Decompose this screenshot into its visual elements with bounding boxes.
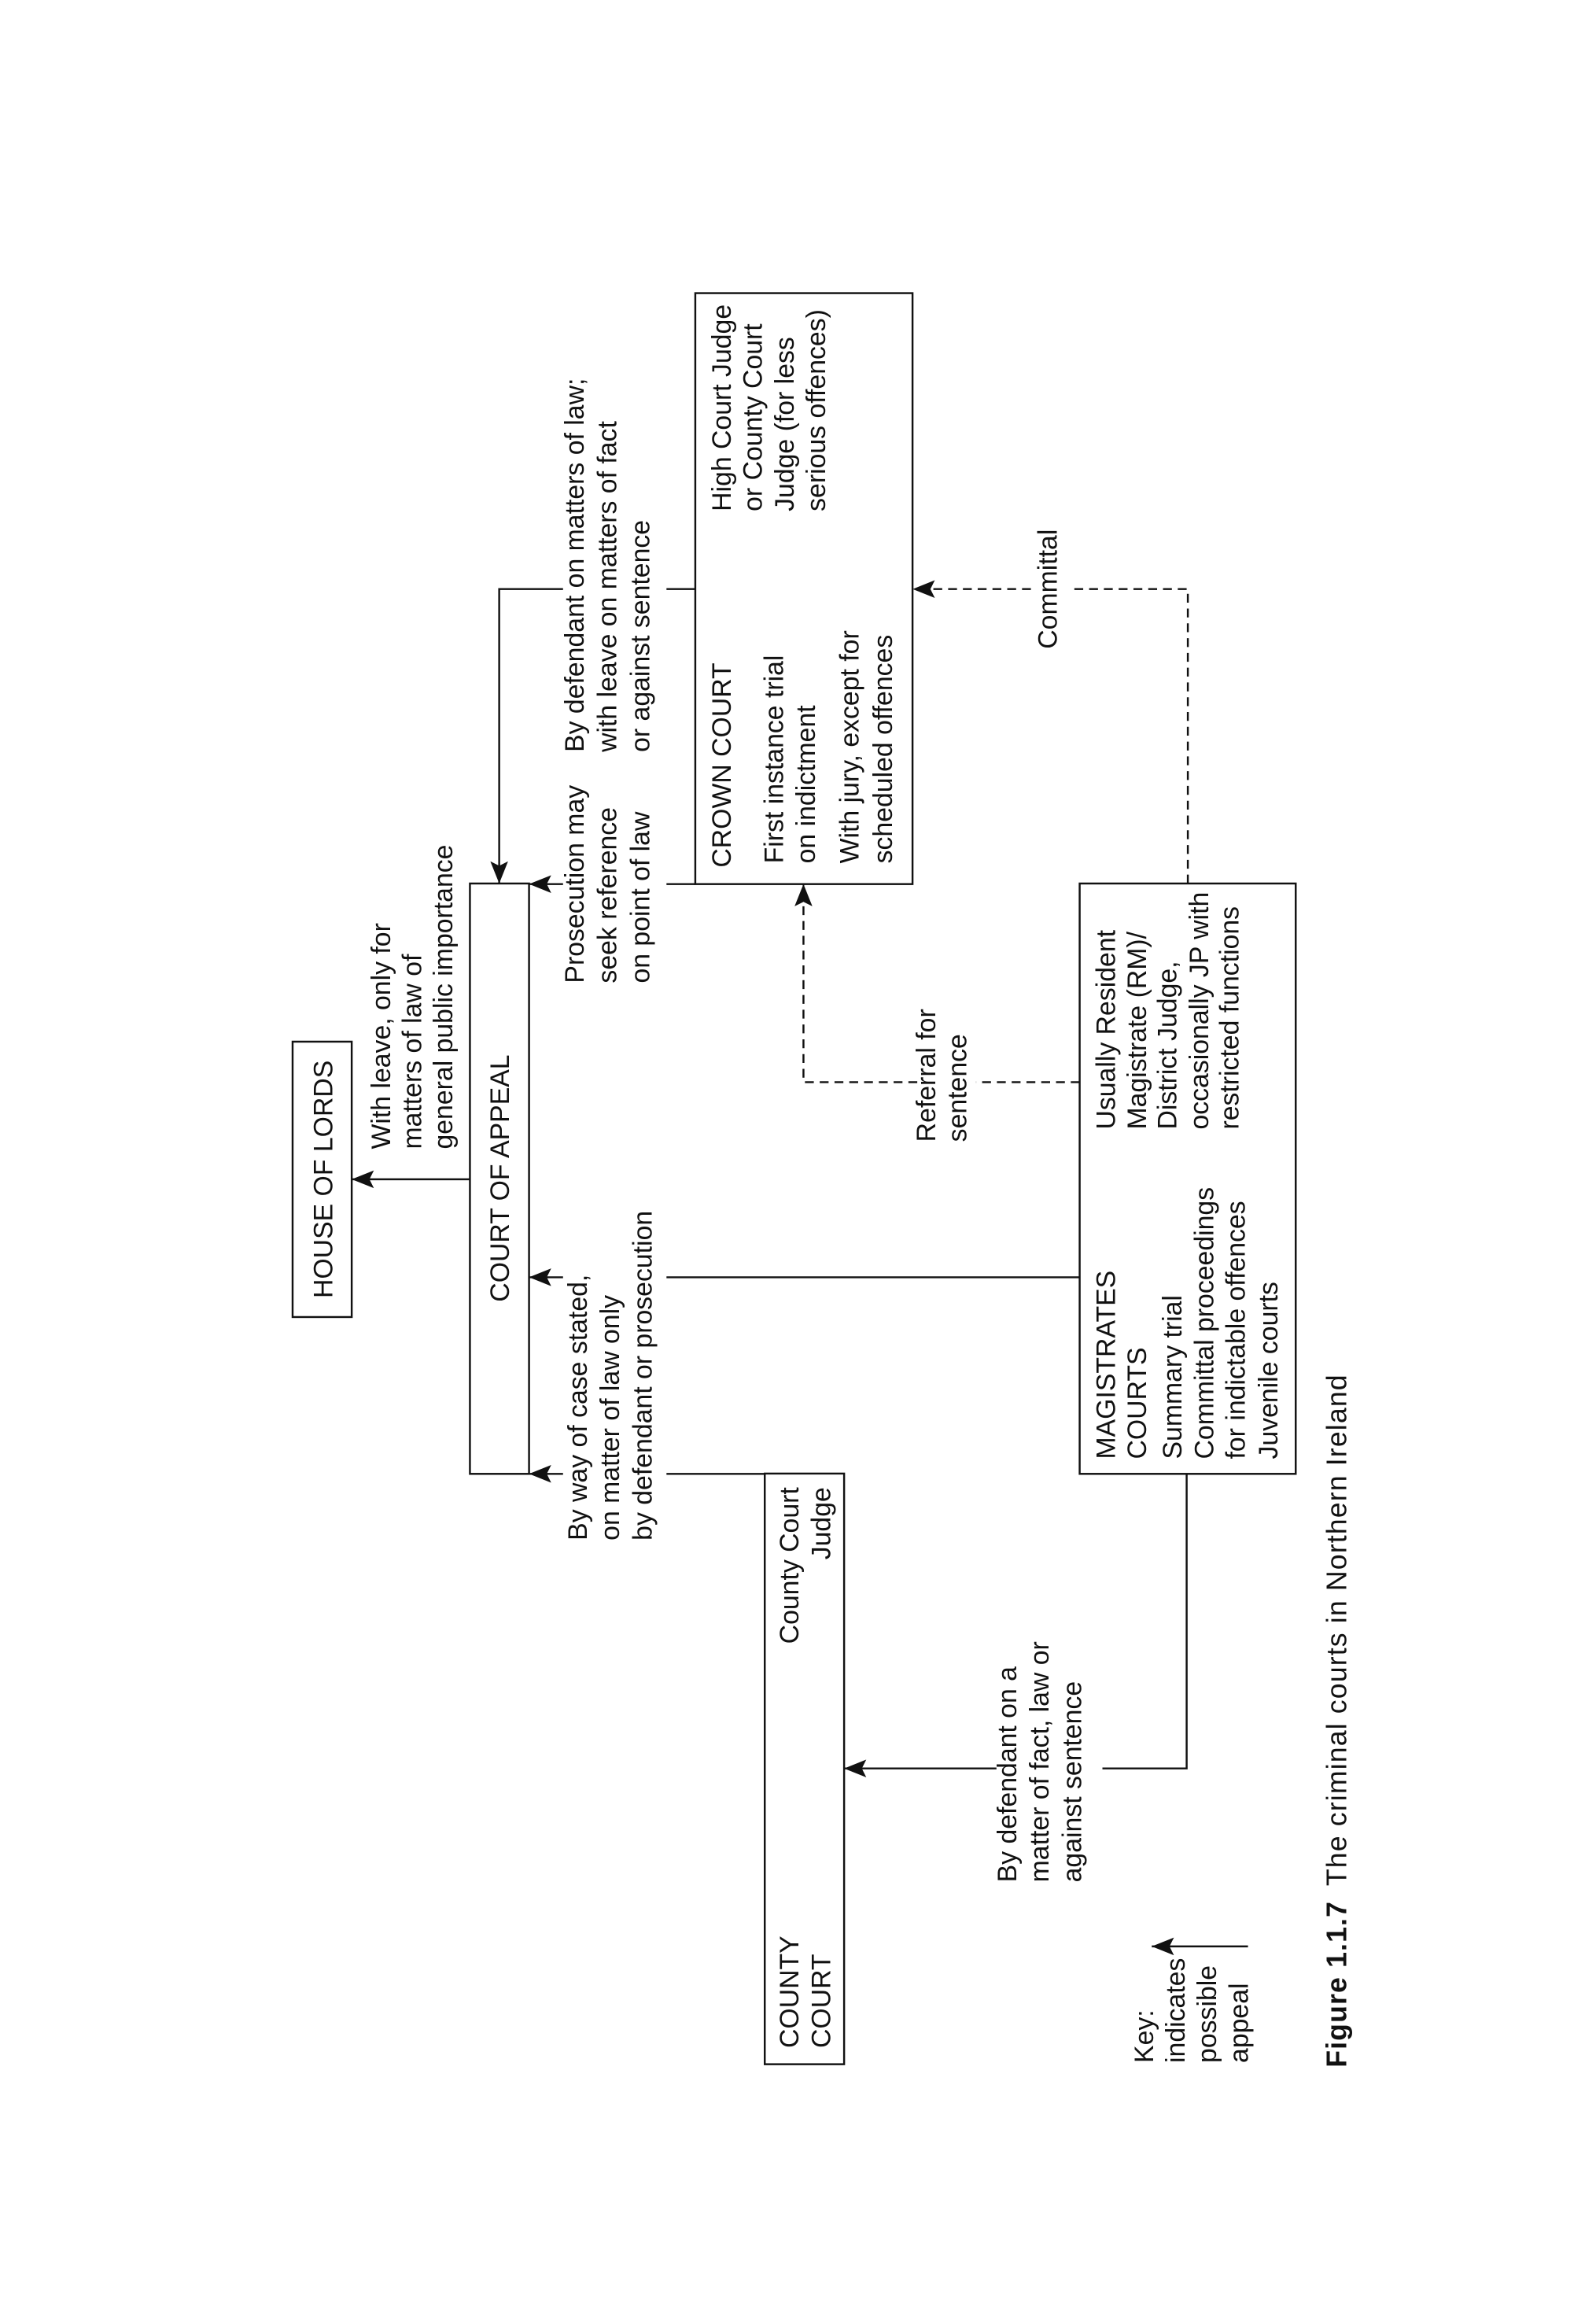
dashed-arrow-referral-to-crown <box>794 884 918 1083</box>
crown-court-description: on indictment <box>791 705 821 864</box>
line-magistrates-to-county-start <box>1102 1474 1188 1769</box>
county-court-title: COUNTY <box>775 1935 805 2048</box>
magistrates-judge: restricted functions <box>1215 906 1244 1130</box>
crown-court-description: First instance trial <box>760 655 790 864</box>
magistrates-to-county-label: matter of fact, law or <box>1025 1641 1055 1882</box>
referral-label: Referral for <box>912 1009 942 1142</box>
prosecution-reference-label: seek reference <box>592 807 622 983</box>
key-label: appeal <box>1225 1983 1255 2063</box>
coa-to-hol-label: With leave, only for <box>367 923 396 1149</box>
crown-court-judge: High Court Judge <box>707 304 737 511</box>
arrow-crown-defendant-appeal-to-coa <box>490 588 563 884</box>
referral-label: sentence <box>943 1034 973 1142</box>
crown-court-title: CROWN COURT <box>707 662 737 867</box>
key-label: indicates <box>1161 1958 1191 2063</box>
magistrates-title: COURTS <box>1122 1347 1152 1459</box>
magistrates-title: MAGISTRATES <box>1091 1271 1121 1459</box>
committal-label: Committal <box>1033 530 1063 649</box>
county-court-judge: Judge <box>806 1487 836 1559</box>
county-court-judge: County Court <box>775 1487 805 1644</box>
crown-court-jury-note: With jury, except for <box>835 630 865 863</box>
case-stated-label: on matter of law only <box>595 1295 625 1541</box>
figure-label: Figure 1.1.7 <box>1321 1901 1352 2068</box>
magistrates-judge: Magistrate (RM)/ <box>1122 931 1152 1129</box>
magistrates-judge: occasionally JP with <box>1185 892 1215 1130</box>
magistrates-function: for indictable offences <box>1222 1201 1251 1459</box>
magistrates-to-county-label: By defendant on a <box>993 1666 1023 1883</box>
key-label: Key: <box>1130 2009 1159 2063</box>
prosecution-reference-label: Prosecution may <box>560 785 590 983</box>
magistrates-function: Committal proceedings <box>1189 1187 1219 1459</box>
coa-to-hol-label: general public importance <box>429 845 459 1149</box>
crown-court-judge: or County Court <box>738 323 768 511</box>
crown-court-judge: serious offences) <box>802 309 831 511</box>
magistrates-judge: Usually Resident <box>1091 929 1121 1129</box>
key-label: possible <box>1192 1965 1222 2063</box>
prosecution-reference-label: on point of law <box>626 811 656 983</box>
crown-defendant-appeal-label: with leave on matters of fact <box>592 421 622 753</box>
coa-to-hol-label: matters of law of <box>397 954 427 1149</box>
crown-defendant-appeal-label: or against sentence <box>626 520 656 752</box>
magistrates-judge: District Judge, <box>1152 961 1182 1129</box>
crown-court-judge: Judge (for less <box>770 337 800 511</box>
magistrates-to-county-label: against sentence <box>1057 1681 1087 1883</box>
dashed-line-committal-start <box>1069 588 1189 884</box>
house-of-lords-title: HOUSE OF LORDS <box>309 1061 339 1298</box>
crown-court-jury-note: scheduled offences <box>868 635 898 864</box>
case-stated-label: By way of case stated, <box>563 1275 593 1541</box>
magistrates-function: Juvenile courts <box>1254 1282 1284 1459</box>
court-of-appeal-title: COURT OF APPEAL <box>485 1054 515 1301</box>
figure-caption-text: The criminal courts in Northern Ireland <box>1321 1374 1352 1886</box>
county-court-title: COURT <box>806 1954 836 2048</box>
magistrates-function: Summary trial <box>1158 1295 1188 1459</box>
figure-caption: Figure 1.1.7 The criminal courts in North… <box>1321 1374 1352 2068</box>
case-stated-label: by defendant or prosecution <box>628 1211 658 1541</box>
crown-defendant-appeal-label: By defendant on matters of law; <box>560 378 590 752</box>
